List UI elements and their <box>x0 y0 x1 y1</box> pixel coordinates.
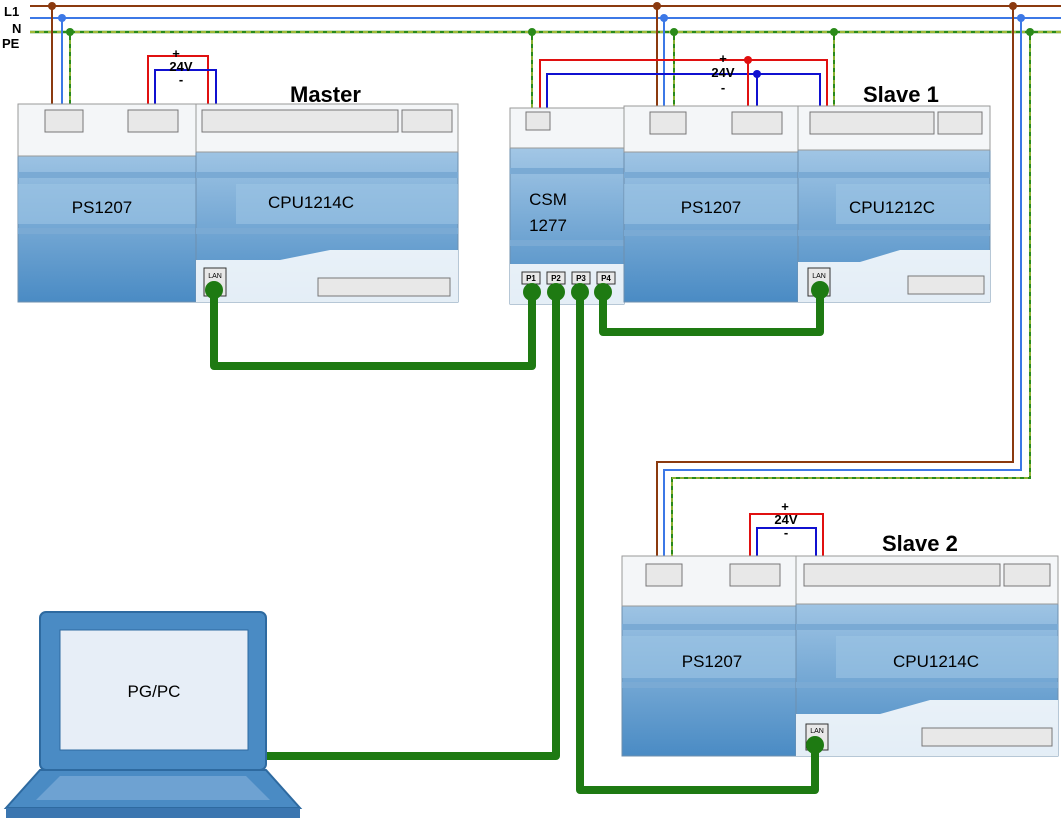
dc-24v-wiring <box>147 55 828 560</box>
slave1-ps-label: PS1207 <box>681 198 742 217</box>
slave2-24v-minus: - <box>784 525 788 540</box>
slave2-24v-label: 24V <box>774 512 797 527</box>
csm-port-p1: P1 <box>526 274 536 283</box>
pg-pc-laptop: PG/PC <box>3 611 303 818</box>
slave2-24v-plus: + <box>781 499 789 514</box>
csm-label-line2: 1277 <box>529 216 567 235</box>
master-title: Master <box>290 82 361 107</box>
master-24v-minus: - <box>179 72 183 87</box>
bus-label-pe: PE <box>2 36 20 51</box>
slave1-24v-label: 24V <box>711 65 734 80</box>
csm-port-p3: P3 <box>576 274 586 283</box>
slave1-title: Slave 1 <box>863 82 939 107</box>
slave1-cpu-module: CPU1212C LAN <box>797 105 991 303</box>
pc-label: PG/PC <box>128 682 181 701</box>
csm-label-line1: CSM <box>529 190 567 209</box>
csm-port-p4: P4 <box>601 274 611 283</box>
slave2-ps-label: PS1207 <box>682 652 743 671</box>
cable-connectors <box>205 281 829 754</box>
power-bus <box>30 2 1061 560</box>
csm-module: CSM 1277 P1 P2 P3 P4 <box>509 107 625 305</box>
slave1-ps-module: PS1207 <box>623 105 799 303</box>
slave2-lan-label: LAN <box>810 728 824 735</box>
slave1-24v-minus: - <box>721 80 725 95</box>
slave1-cpu-label: CPU1212C <box>849 198 935 217</box>
master-cpu-label: CPU1214C <box>268 193 354 212</box>
master-24v-plus: + <box>172 46 180 61</box>
bus-label-n: N <box>12 21 21 36</box>
master-cpu-module: CPU1214C LAN <box>195 103 459 303</box>
csm-port-p2: P2 <box>551 274 561 283</box>
master-ps-label: PS1207 <box>72 198 133 217</box>
ethernet-cables <box>210 290 824 794</box>
bus-label-l1: L1 <box>4 4 19 19</box>
slave1-24v-plus: + <box>719 51 727 66</box>
slave2-cpu-module: CPU1214C LAN <box>795 555 1059 757</box>
slave2-title: Slave 2 <box>882 531 958 556</box>
slave2-cpu-label: CPU1214C <box>893 652 979 671</box>
slave1-lan-label: LAN <box>812 273 826 280</box>
slave2-ps-module: PS1207 <box>621 555 797 757</box>
master-lan-label: LAN <box>208 273 222 280</box>
master-ps-module: PS1207 <box>17 103 197 303</box>
master-24v-label: 24V <box>169 59 192 74</box>
